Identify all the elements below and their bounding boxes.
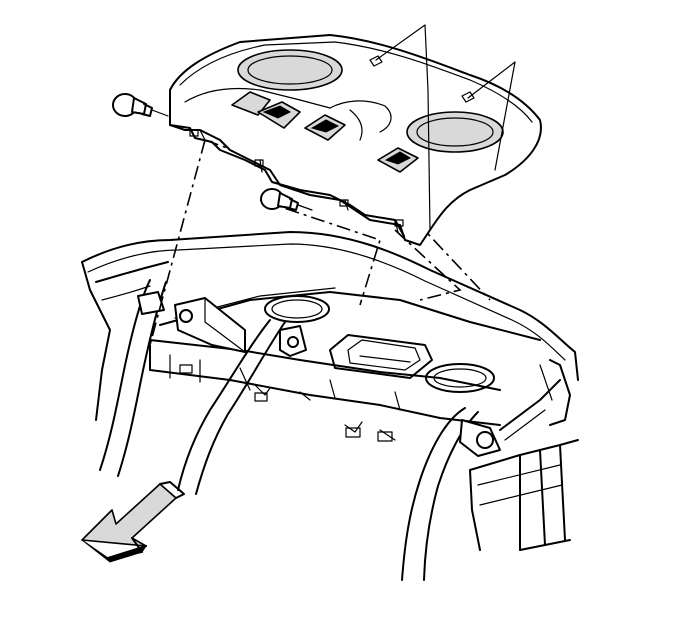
leader-lines bbox=[375, 24, 516, 231]
push-pin-retainer-center bbox=[260, 188, 313, 211]
front-direction-arrow bbox=[81, 481, 185, 563]
rear-shelf-trim-panel bbox=[169, 34, 542, 246]
rear-compartment-body bbox=[81, 231, 579, 581]
push-pin-retainer-left bbox=[112, 93, 169, 117]
